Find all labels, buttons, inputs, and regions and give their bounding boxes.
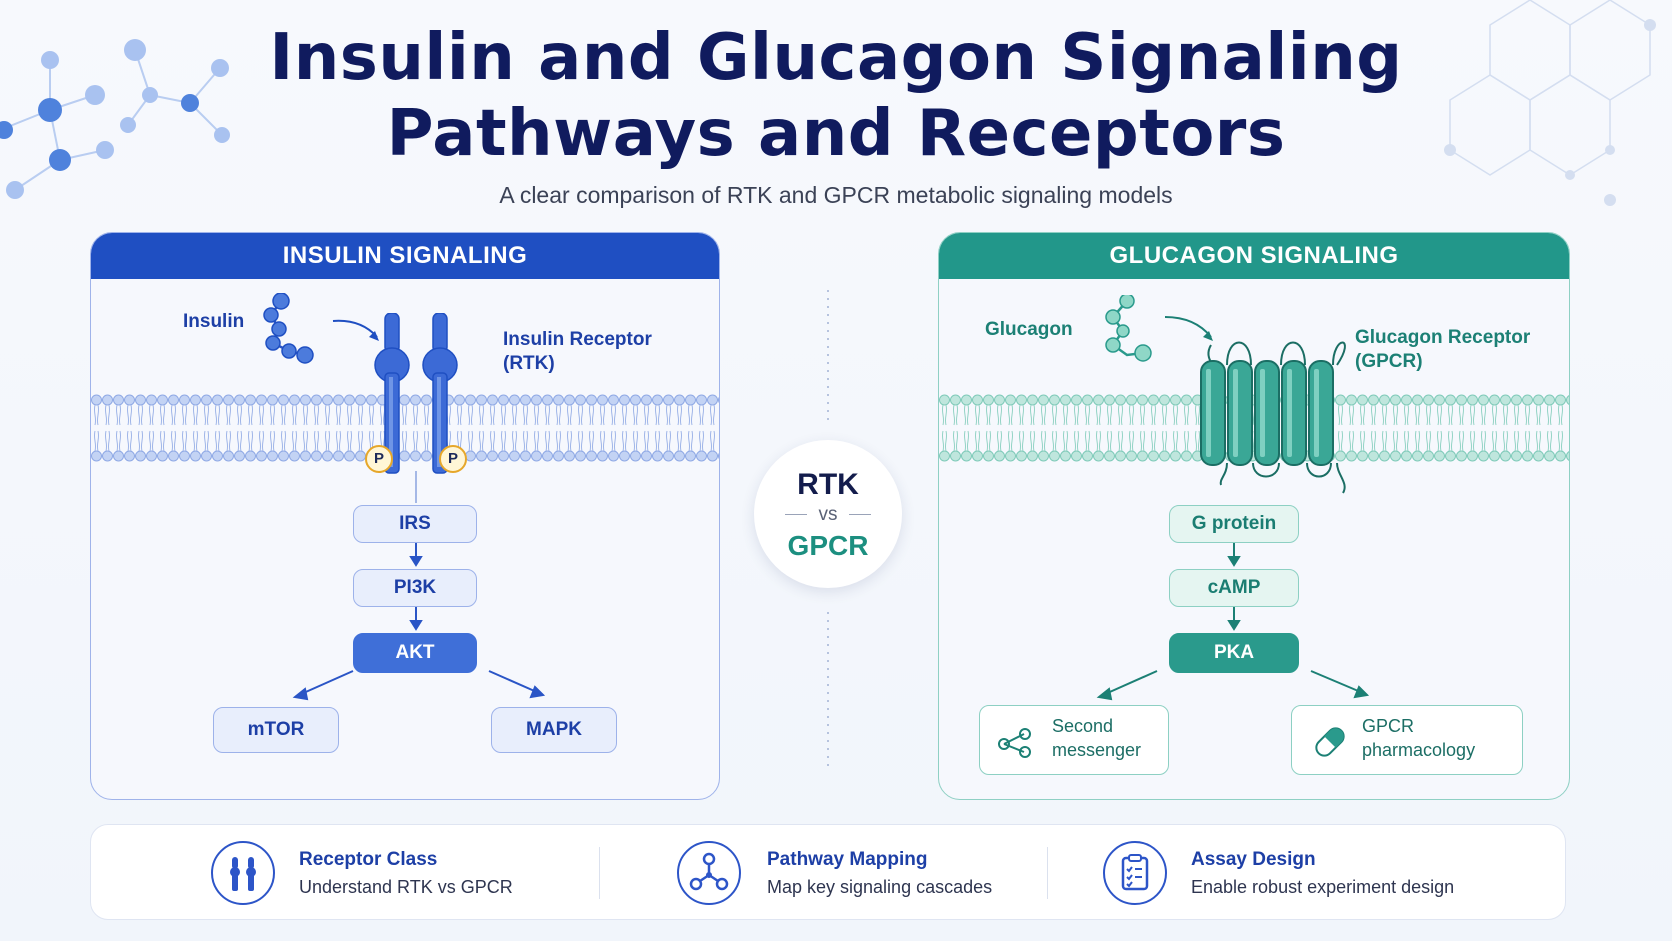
glucagon-receptor-gpcr-icon xyxy=(1200,341,1346,494)
receptor-icon xyxy=(211,841,275,905)
second-messenger-node: Second messenger xyxy=(979,705,1169,775)
network-icon xyxy=(677,841,741,905)
gpcr-pharmacology-label-1: GPCR xyxy=(1362,716,1415,736)
phospho-badge-left: P xyxy=(365,445,393,473)
molecule-decoration-left xyxy=(0,39,230,199)
g-protein-node: G protein xyxy=(1169,505,1299,543)
gpcr-pharmacology-label-2: pharmacology xyxy=(1362,740,1476,760)
glucagon-receptor-label: Glucagon Receptor xyxy=(1355,327,1531,348)
clipboard-check-icon xyxy=(1103,841,1167,905)
second-messenger-icon xyxy=(998,728,1031,758)
phospho-badge-right: P xyxy=(439,445,467,473)
feature-pathway-mapping-desc: Map key signaling cascades xyxy=(767,877,993,897)
rtk-vs-gpcr-badge: RTK vs GPCR xyxy=(754,440,902,588)
pka-node: PKA xyxy=(1169,633,1299,673)
center-divider-top xyxy=(827,290,829,420)
glucagon-panel-header: GLUCAGON SIGNALING xyxy=(939,233,1569,279)
insulin-panel-header: INSULIN SIGNALING xyxy=(91,233,719,279)
insulin-cascade-arrows xyxy=(292,471,546,701)
vs-label: vs xyxy=(818,504,838,525)
pill-capsule-icon xyxy=(1315,727,1345,757)
feature-receptor-class-title: Receptor Class xyxy=(299,849,438,870)
insulin-cell-membrane xyxy=(91,393,719,463)
feature-assay-design-desc: Enable robust experiment design xyxy=(1191,877,1455,897)
vs-row: vs xyxy=(754,504,902,526)
gpcr-pharmacology-node: GPCR pharmacology xyxy=(1291,705,1523,775)
insulin-panel: INSULIN SIGNALING Insulin xyxy=(90,232,720,800)
irs-node: IRS xyxy=(353,505,477,543)
glucagon-receptor-type-label: (GPCR) xyxy=(1355,351,1423,372)
glucagon-ligand-label: Glucagon xyxy=(985,319,1073,340)
mapk-node: MAPK xyxy=(491,707,617,753)
page-title-line-1: Insulin and Glucagon Signaling xyxy=(269,21,1403,95)
center-divider-bottom xyxy=(827,612,829,772)
page-subtitle: A clear comparison of RTK and GPCR metab… xyxy=(499,182,1173,208)
feature-divider-1 xyxy=(599,847,600,899)
feature-divider-2 xyxy=(1047,847,1048,899)
second-messenger-label-2: messenger xyxy=(1052,740,1142,760)
akt-node: AKT xyxy=(353,633,477,673)
insulin-molecule-icon xyxy=(263,293,379,364)
insulin-ligand-label: Insulin xyxy=(183,311,245,332)
pi3k-node: PI3K xyxy=(353,569,477,607)
camp-node: cAMP xyxy=(1169,569,1299,607)
glucagon-molecule-icon xyxy=(1105,295,1213,362)
insulin-receptor-label: Insulin Receptor xyxy=(503,329,652,350)
rtk-label: RTK xyxy=(797,468,859,501)
glucagon-cascade-arrows xyxy=(1096,543,1370,701)
feature-bar: Receptor Class Understand RTK vs GPCR Pa… xyxy=(90,824,1566,920)
second-messenger-label-1: Second xyxy=(1052,716,1114,736)
page-title-line-2: Pathways and Receptors xyxy=(386,97,1286,171)
feature-receptor-class-desc: Understand RTK vs GPCR xyxy=(299,877,513,897)
glucagon-panel: GLUCAGON SIGNALING Glucagon xyxy=(938,232,1570,800)
mtor-node: mTOR xyxy=(213,707,339,753)
feature-assay-design-title: Assay Design xyxy=(1191,849,1316,870)
gpcr-label: GPCR xyxy=(787,530,869,561)
feature-pathway-mapping-title: Pathway Mapping xyxy=(767,849,928,870)
insulin-receptor-type-label: (RTK) xyxy=(503,353,555,374)
hexagon-decoration-right xyxy=(1444,0,1656,206)
